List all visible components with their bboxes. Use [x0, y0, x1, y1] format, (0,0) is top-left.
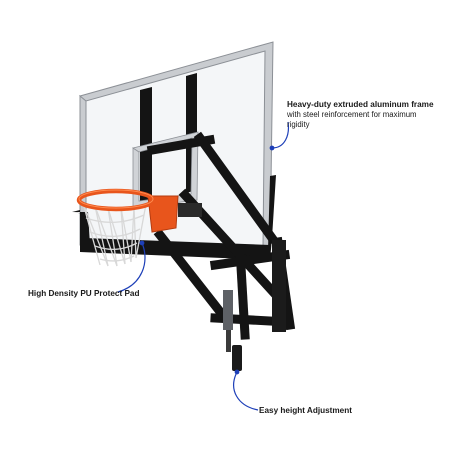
pad-callout-title: High Density PU Protect Pad: [28, 289, 140, 298]
pad-leader-dot: [139, 240, 145, 246]
height-leader: [233, 371, 259, 411]
leader-lines: [117, 121, 290, 411]
height-callout: Easy height Adjustment: [259, 406, 399, 416]
rim-mount-block: [178, 203, 202, 217]
crank-handle: [223, 290, 242, 371]
frame-callout-description: with steel reinforcement for maximum rig…: [287, 110, 417, 129]
frame-leader-dot: [269, 145, 275, 151]
rim-highlight: [78, 189, 154, 209]
pad-leader: [117, 242, 146, 293]
frame-leader: [271, 121, 290, 149]
pu-protect-pad-bottom: [72, 212, 270, 258]
frame-callout-title: Heavy-duty extruded aluminum frame: [287, 100, 434, 109]
height-callout-title: Easy height Adjustment: [259, 406, 352, 415]
rim-bracket: [147, 195, 179, 233]
wall-plate: [272, 240, 286, 332]
rim-net: [82, 202, 147, 267]
frame-callout: Heavy-duty extruded aluminum frame with …: [287, 100, 437, 130]
height-leader-dot: [234, 369, 240, 375]
pad-callout: High Density PU Protect Pad: [28, 289, 168, 299]
